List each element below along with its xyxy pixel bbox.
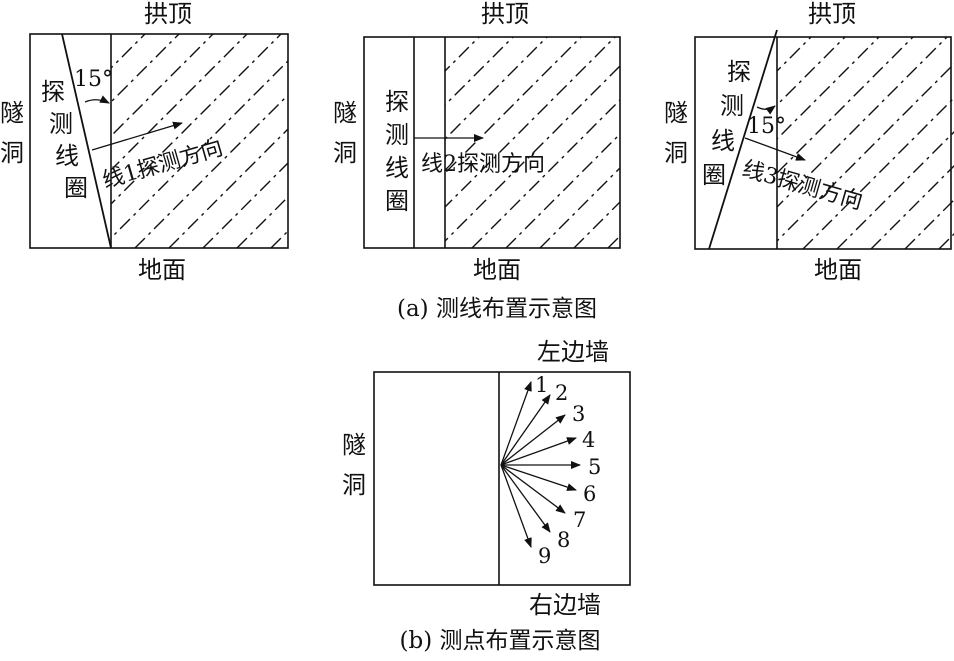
coil-label-1a: 探 <box>41 78 65 106</box>
bottom-label-1: 地面 <box>138 256 186 284</box>
hatch-line <box>777 63 954 242</box>
hatch-line <box>904 199 954 249</box>
angle-label-3: 15° <box>747 114 786 139</box>
direction-arrow-3 <box>744 137 806 161</box>
angle-arc-1 <box>84 95 110 104</box>
coil-label-3a: 探 <box>727 58 751 86</box>
panel-b: 左边墙 隧 洞 1 2 3 4 5 6 7 8 9 右边墙 <box>342 338 631 619</box>
point-label-5: 5 <box>588 455 601 479</box>
point-label-2: 2 <box>555 381 568 405</box>
coil-label-3c: 线 <box>711 127 735 155</box>
coil-label-1b: 测 <box>49 110 73 138</box>
hatch-line <box>777 37 812 72</box>
fan-arrow-4 <box>500 437 577 466</box>
hatch-line <box>134 94 288 248</box>
fan-arrows <box>500 381 581 548</box>
hatch-line <box>802 97 954 249</box>
coil-line-3 <box>708 29 778 250</box>
box-2 <box>363 36 621 249</box>
hatch-line <box>445 37 548 140</box>
hatch-line <box>111 34 214 137</box>
caption-a: (a) 测线布置示意图 <box>397 296 597 322</box>
panel-a1: 拱顶 隧 洞 探 测 线 圈 15° 线1探测方向 地面 <box>0 0 289 284</box>
tunnel-label-2b: 洞 <box>333 139 357 167</box>
rock-hatch-3 <box>777 37 954 249</box>
point-label-6: 6 <box>583 482 596 506</box>
right-wall-label: 右边墙 <box>529 591 601 619</box>
hatch-line <box>870 165 954 249</box>
fan-arrow-8 <box>500 464 551 533</box>
hatch-line <box>111 60 288 239</box>
fan-arrow-6 <box>500 464 577 491</box>
hatch-line <box>777 37 948 208</box>
hatch-line <box>836 131 954 249</box>
tunnel-label-3b: 洞 <box>664 139 688 167</box>
rock-hatch-1 <box>111 34 288 248</box>
tunnel-label-1b: 洞 <box>0 139 24 167</box>
coil-label-3d: 圈 <box>702 161 726 189</box>
top-label-3: 拱顶 <box>808 0 856 28</box>
coil-label-2a: 探 <box>385 88 409 116</box>
line2-label: 线2探测方向 <box>421 152 545 177</box>
line3-label: 线3探测方向 <box>739 157 865 215</box>
tunnel-label-ba: 隧 <box>342 431 366 459</box>
fan-arrow-1 <box>500 381 532 466</box>
coil-label-1d: 圈 <box>64 174 88 202</box>
coil-label-1c: 线 <box>55 142 79 170</box>
hatch-line <box>777 37 914 174</box>
top-label-1: 拱顶 <box>144 0 192 28</box>
hatch-line <box>445 37 616 208</box>
fan-arrow-9 <box>500 464 532 548</box>
box-3 <box>694 36 952 250</box>
rock-hatch-2 <box>445 37 620 248</box>
hatch-line <box>111 34 180 103</box>
point-label-1: 1 <box>535 373 548 397</box>
bottom-label-3: 地面 <box>814 256 862 284</box>
hatch-line <box>111 34 282 205</box>
fan-arrow-2 <box>500 394 551 466</box>
point-label-3: 3 <box>572 402 585 426</box>
hatch-line <box>270 230 288 248</box>
tunnel-label-1a: 隧 <box>0 99 24 127</box>
angle-arc-3 <box>756 105 776 115</box>
hatch-line <box>445 37 514 106</box>
point-label-9: 9 <box>538 544 551 568</box>
line1-label: 线1探测方向 <box>100 136 226 194</box>
fan-arrow-7 <box>500 464 566 514</box>
hatch-line <box>445 37 480 72</box>
coil-label-2c: 线 <box>385 154 409 182</box>
caption-b: (b) 测点布置示意图 <box>400 628 601 654</box>
point-label-7: 7 <box>573 508 586 532</box>
point-label-4: 4 <box>582 428 595 452</box>
hatch-line <box>445 37 582 174</box>
hatch-line <box>777 37 880 140</box>
box-b <box>373 371 631 586</box>
direction-arrow-1 <box>91 121 183 151</box>
box-1 <box>29 33 289 249</box>
panel-a3: 拱顶 隧 洞 探 测 线 圈 15° 线3探测方向 地面 <box>664 0 954 284</box>
angle-label-1: 15° <box>74 67 113 92</box>
hatch-line <box>445 65 620 242</box>
point-label-8: 8 <box>557 528 570 552</box>
bottom-label-2: 地面 <box>473 256 521 284</box>
hatch-line <box>777 37 846 106</box>
panel-a2: 拱顶 隧 洞 探 测 线 圈 线2探测方向 地面 <box>333 0 621 284</box>
coil-line-1 <box>61 33 112 249</box>
tunnel-label-3a: 隧 <box>664 99 688 127</box>
left-wall-label: 左边墙 <box>537 338 609 366</box>
tunnel-label-bb: 洞 <box>342 471 366 499</box>
fan-arrow-3 <box>500 414 566 466</box>
coil-label-2d: 圈 <box>385 187 409 215</box>
tunnel-label-2a: 隧 <box>333 99 357 127</box>
hatch-line <box>471 99 620 248</box>
coil-label-2b: 测 <box>385 121 409 149</box>
top-label-2: 拱顶 <box>481 0 529 28</box>
coil-label-3b: 测 <box>720 92 744 120</box>
hatch-line <box>111 34 248 171</box>
